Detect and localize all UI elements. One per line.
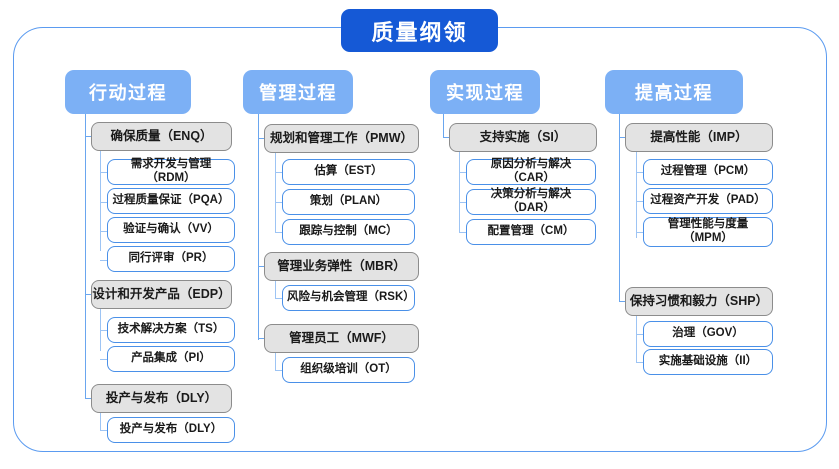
leaf-node-plan[interactable]: 策划（PLAN） [282,189,415,215]
connector-stub-vv [100,231,108,233]
connector-spine-pmw [275,153,277,233]
connector-stub-plan [275,202,283,204]
connector-stub-ts [100,330,108,332]
leaf-node-dly-child[interactable]: 投产与发布（DLY） [107,417,235,443]
connector-stub-cm [459,232,467,234]
root-title-node[interactable]: 质量纲领 [341,9,498,52]
connector-spine-si [459,152,461,233]
leaf-node-dar[interactable]: 决策分析与解决（DAR） [466,188,596,215]
connector-stub-rdm [100,172,108,174]
connector-stub-mc [275,232,283,234]
connector-stub-ii [636,362,644,364]
connector-stub-dly [85,398,92,400]
leaf-node-mpm[interactable]: 管理性能与度量（MPM） [643,217,773,247]
connector-stub-pmw [258,138,265,140]
connector-spine-col1 [85,114,87,399]
connector-stub-mbr [258,266,265,268]
connector-stub-dar [459,202,467,204]
connector-stub-enq [85,136,92,138]
connector-spine-col2 [258,114,260,340]
connector-stub-ot [275,370,283,372]
leaf-node-car[interactable]: 原因分析与解决（CAR） [466,158,596,185]
group-node-enq[interactable]: 确保质量（ENQ） [91,122,232,151]
connector-stub-car [459,172,467,174]
leaf-node-cm[interactable]: 配置管理（CM） [466,219,596,245]
connector-spine-enq [100,151,102,251]
leaf-node-pqa[interactable]: 过程质量保证（PQA） [107,188,235,214]
group-node-si[interactable]: 支持实施（SI） [449,123,597,152]
group-node-mbr[interactable]: 管理业务弹性（MBR） [264,252,419,281]
connector-spine-mwf [275,353,277,371]
connector-stub-est [275,172,283,174]
connector-stub-shp [619,301,626,303]
group-node-mwf[interactable]: 管理员工（MWF） [264,324,419,353]
leaf-node-rdm[interactable]: 需求开发与管理（RDM） [107,158,235,185]
connector-stub-pr [100,260,108,262]
connector-stub-pad [636,201,644,203]
connector-stub-pcm [636,172,644,174]
leaf-node-pr[interactable]: 同行评审（PR） [107,246,235,272]
connector-stub-mpm [636,232,644,234]
connector-stub-gov [636,334,644,336]
leaf-node-mc[interactable]: 跟踪与控制（MC） [282,219,415,245]
connector-stub-edp [85,294,92,296]
connector-spine-mbr [275,281,277,299]
group-node-shp[interactable]: 保持习惯和毅力（SHP） [625,287,773,316]
leaf-node-ot[interactable]: 组织级培训（OT） [282,357,415,383]
group-node-imp[interactable]: 提高性能（IMP） [625,123,773,152]
leaf-node-gov[interactable]: 治理（GOV） [643,321,773,347]
connector-stub-rsk [275,298,283,300]
connector-stub-mwf [258,338,265,340]
connector-spine-col3 [443,114,445,138]
group-node-pmw[interactable]: 规划和管理工作（PMW） [264,124,419,153]
column-header-management-process[interactable]: 管理过程 [243,70,353,114]
connector-stub-pqa [100,202,108,204]
connector-stub-pi [100,359,108,361]
leaf-node-ii[interactable]: 实施基础设施（II） [643,349,773,375]
leaf-node-est[interactable]: 估算（EST） [282,159,415,185]
connector-stub-imp [619,137,626,139]
leaf-node-pcm[interactable]: 过程管理（PCM） [643,159,773,185]
leaf-node-rsk[interactable]: 风险与机会管理（RSK） [282,285,415,311]
column-header-improvement-process[interactable]: 提高过程 [605,70,743,114]
group-node-edp[interactable]: 设计和开发产品（EDP） [91,280,232,309]
connector-spine-col4 [619,114,621,302]
column-header-action-process[interactable]: 行动过程 [65,70,191,114]
column-header-implementation-process[interactable]: 实现过程 [430,70,540,114]
connector-spine-shp [636,316,638,363]
connector-stub-dly-child [100,430,108,432]
connector-stub-si [443,137,450,139]
connector-spine-dly [100,413,102,431]
leaf-node-vv[interactable]: 验证与确认（VV） [107,217,235,243]
group-node-dly[interactable]: 投产与发布（DLY） [91,384,232,413]
connector-spine-imp [636,152,638,238]
leaf-node-ts[interactable]: 技术解决方案（TS） [107,317,235,343]
leaf-node-pi[interactable]: 产品集成（PI） [107,346,235,372]
leaf-node-pad[interactable]: 过程资产开发（PAD） [643,188,773,214]
